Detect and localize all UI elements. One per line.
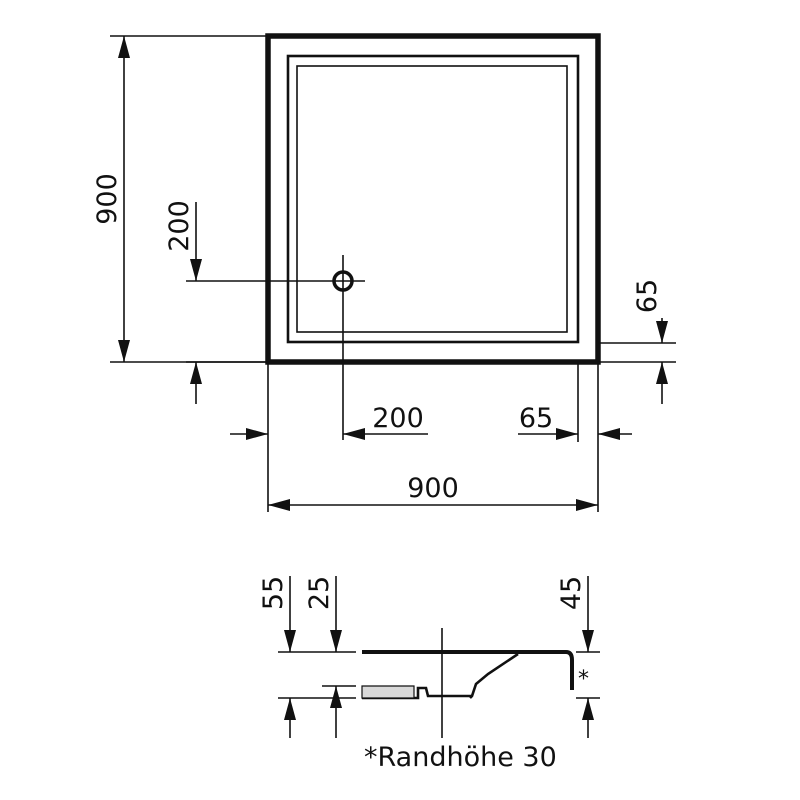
dim-rim-bottom: 65 xyxy=(598,279,676,404)
drain-symbol xyxy=(186,255,365,440)
dim-drain-y-label: 200 xyxy=(164,200,195,252)
dim-total-height-label: 900 xyxy=(92,173,123,225)
dim-height-left: 55 xyxy=(258,576,356,738)
plan-view: 900 200 65 200 xyxy=(92,33,676,512)
dim-total-height: 900 xyxy=(92,35,268,363)
dim-height-left-label: 55 xyxy=(258,576,289,610)
dim-height-mid-label: 25 xyxy=(304,576,335,610)
dim-height-mid: 25 xyxy=(304,576,356,738)
dim-rim-bottom-label: 65 xyxy=(632,279,663,313)
dim-rim-right: 65 xyxy=(518,362,632,442)
section-top-edge xyxy=(362,650,574,690)
tray-basin-outline xyxy=(296,65,568,333)
section-profile xyxy=(469,652,519,699)
section-basin-fill xyxy=(361,685,415,699)
dim-height-right: 45 * xyxy=(556,576,600,738)
footnote-rim-height: *Randhöhe 30 xyxy=(364,742,557,773)
tray-outer-outline xyxy=(265,33,601,365)
dim-rim-right-label: 65 xyxy=(519,403,553,434)
dim-drain-y: 200 xyxy=(164,200,268,404)
rim-height-marker: * xyxy=(578,667,589,692)
dim-height-right-label: 45 xyxy=(556,576,587,610)
section-view: 55 25 45 * *Randhöhe 30 xyxy=(258,576,600,773)
dim-total-width: 900 xyxy=(268,362,599,512)
dim-total-width-label: 900 xyxy=(407,473,459,504)
dim-drain-x-label: 200 xyxy=(372,403,424,434)
dim-drain-x: 200 xyxy=(230,362,428,512)
tray-inner-rim xyxy=(286,54,580,344)
